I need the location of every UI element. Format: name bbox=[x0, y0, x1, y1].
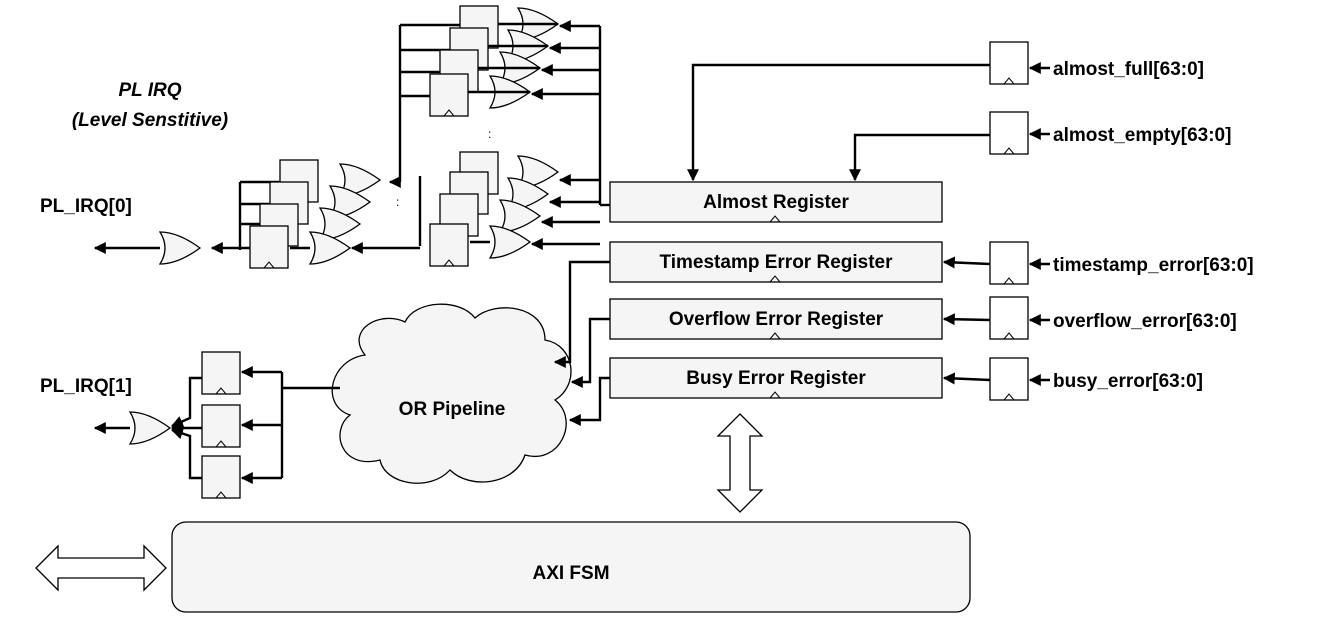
axi-fsm-label: AXI FSM bbox=[532, 563, 609, 584]
continuation-dots-top: : bbox=[488, 127, 491, 141]
axi-bus-arrow bbox=[35, 544, 167, 592]
input-label-almost-empty: almost_empty[63:0] bbox=[1053, 125, 1231, 146]
busy-error-register-label: Busy Error Register bbox=[686, 368, 866, 389]
timestamp-error-register-label: Timestamp Error Register bbox=[659, 252, 893, 273]
irq1-output-label: PL_IRQ[1] bbox=[40, 376, 132, 397]
continuation-dots-left: : bbox=[396, 195, 399, 209]
input-ff-almost-full bbox=[989, 41, 1029, 85]
irq1-ff-1 bbox=[201, 351, 241, 395]
input-ff-overflow-error bbox=[989, 296, 1029, 340]
diagram-title-line2: (Level Senstitive) bbox=[72, 110, 228, 131]
almost-register-label: Almost Register bbox=[703, 192, 849, 213]
overflow-error-register: Overflow Error Register bbox=[609, 298, 943, 340]
busy-error-register: Busy Error Register bbox=[609, 357, 943, 399]
axi-fsm-block: AXI FSM bbox=[171, 521, 971, 613]
input-ff-busy-error bbox=[989, 357, 1029, 401]
register-bus-arrow bbox=[716, 413, 764, 513]
input-label-busy-error: busy_error[63:0] bbox=[1053, 371, 1203, 392]
irq0-or-tree bbox=[159, 5, 610, 269]
input-label-overflow-error: overflow_error[63:0] bbox=[1053, 311, 1237, 332]
timestamp-error-register: Timestamp Error Register bbox=[609, 241, 943, 283]
diagram-title-line1: PL IRQ bbox=[119, 80, 182, 101]
input-label-almost-full: almost_full[63:0] bbox=[1053, 59, 1204, 80]
or-pipeline-label: OR Pipeline bbox=[399, 399, 506, 420]
input-ff-almost-empty bbox=[989, 111, 1029, 155]
irq1-or-gate bbox=[129, 411, 171, 445]
overflow-error-register-label: Overflow Error Register bbox=[669, 309, 884, 330]
irq1-ff-3 bbox=[201, 455, 241, 499]
irq0-output-label: PL_IRQ[0] bbox=[40, 196, 132, 217]
input-ff-timestamp-error bbox=[989, 241, 1029, 285]
almost-register: Almost Register bbox=[609, 181, 943, 223]
irq1-ff-2 bbox=[201, 404, 241, 448]
input-label-timestamp-error: timestamp_error[63:0] bbox=[1053, 255, 1254, 276]
or-pipeline-cloud: OR Pipeline bbox=[331, 303, 572, 484]
